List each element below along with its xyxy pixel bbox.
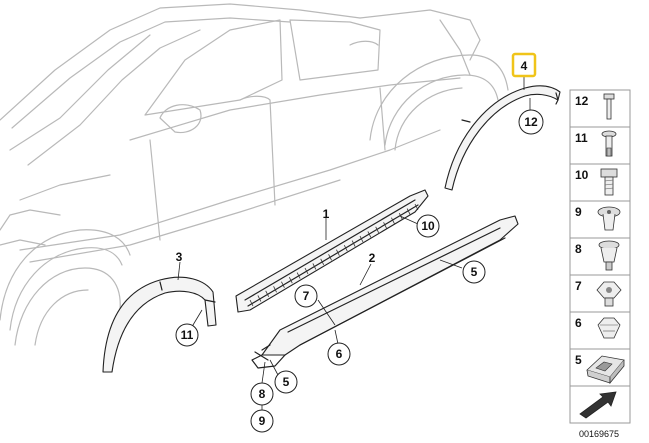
front-wheel-arch-trim <box>102 276 217 373</box>
callout-8-label: 8 <box>259 387 266 401</box>
legend-label-8: 8 <box>575 242 582 256</box>
rail-rib <box>249 299 254 307</box>
callout-11-label: 11 <box>181 328 194 342</box>
legend-row-10: 10 <box>569 163 631 202</box>
legend-label-5: 5 <box>575 353 582 367</box>
legend-label-11: 11 <box>575 131 588 145</box>
push-clip-icon <box>598 240 620 271</box>
bolt-icon <box>600 168 618 196</box>
rail-rib <box>367 231 372 238</box>
callout-4: 4 <box>511 52 537 78</box>
rail-rib <box>257 295 262 302</box>
rail-rib <box>312 263 317 270</box>
direction-arrow-icon <box>569 385 631 424</box>
callout-2: 2 <box>369 251 376 265</box>
callout-9-label: 9 <box>259 414 266 428</box>
callout-1: 1 <box>323 207 330 221</box>
reference-number: 00169675 <box>579 429 619 439</box>
legend-label-6: 6 <box>575 316 582 330</box>
callout-10-label: 10 <box>421 219 435 233</box>
rail-rib <box>414 203 419 211</box>
legend-row-12: 12 <box>569 89 631 128</box>
side-sill-cover <box>251 215 519 369</box>
legend-label-9: 9 <box>575 205 582 219</box>
rail-rib <box>383 222 387 229</box>
rail-rib <box>281 281 285 288</box>
callout-6-label: 6 <box>336 347 343 361</box>
callout-8: 8 <box>250 382 274 406</box>
vehicle-outline <box>0 3 509 346</box>
callout-10: 10 <box>416 214 440 238</box>
rail-rib <box>320 258 325 266</box>
callout-11: 11 <box>175 323 199 347</box>
callout-7-label: 7 <box>303 289 310 303</box>
legend-label-7: 7 <box>575 279 582 293</box>
callout-12-label: 12 <box>524 115 538 129</box>
expanding-rivet-icon <box>597 206 621 231</box>
rail-rib <box>351 240 356 247</box>
sill-reinforcement-rail <box>235 189 429 313</box>
rail-rib <box>273 286 277 293</box>
holder-icon <box>586 355 625 385</box>
rail-rib <box>304 267 309 275</box>
rail-rib <box>296 272 301 279</box>
callout-4-highlight <box>511 52 537 78</box>
rail-rib <box>359 235 364 243</box>
rail-rib <box>343 244 348 252</box>
callout-9: 9 <box>250 409 274 433</box>
rail-rib <box>406 208 411 215</box>
clip-icon <box>597 317 621 339</box>
callout-5-sill: 5 <box>462 260 486 284</box>
callout-12: 12 <box>518 109 544 135</box>
legend-label-10: 10 <box>575 168 589 182</box>
legend-row-8: 8 <box>569 237 631 276</box>
callout-5-sill-label: 5 <box>471 265 478 279</box>
legend-row-7: 7 <box>569 274 631 313</box>
callout-4-label: 4 <box>521 59 528 73</box>
screw-icon <box>603 93 615 120</box>
legend-row-6: 6 <box>569 311 631 350</box>
rear-wheel-arch-trim <box>444 85 561 191</box>
legend-row-11: 11 <box>569 126 631 165</box>
rail-rib <box>375 226 380 234</box>
rail-rib <box>328 254 332 261</box>
legend-row-9: 9 <box>569 200 631 239</box>
legend-row-5: 5 <box>569 348 631 387</box>
clip-nut-icon <box>596 281 622 307</box>
rivet-icon <box>601 130 617 157</box>
callout-3: 3 <box>176 250 183 264</box>
rail-rib <box>336 249 340 256</box>
rail-rib <box>265 290 270 298</box>
callout-5-front: 5 <box>274 370 298 394</box>
callout-7: 7 <box>294 284 318 308</box>
rail-rib <box>288 276 293 284</box>
rail-rib <box>391 217 395 224</box>
callout-6: 6 <box>327 342 351 366</box>
callout-5-front-label: 5 <box>283 375 290 389</box>
legend-label-12: 12 <box>575 94 589 108</box>
fastener-legend: 12 11 10 <box>569 89 631 439</box>
